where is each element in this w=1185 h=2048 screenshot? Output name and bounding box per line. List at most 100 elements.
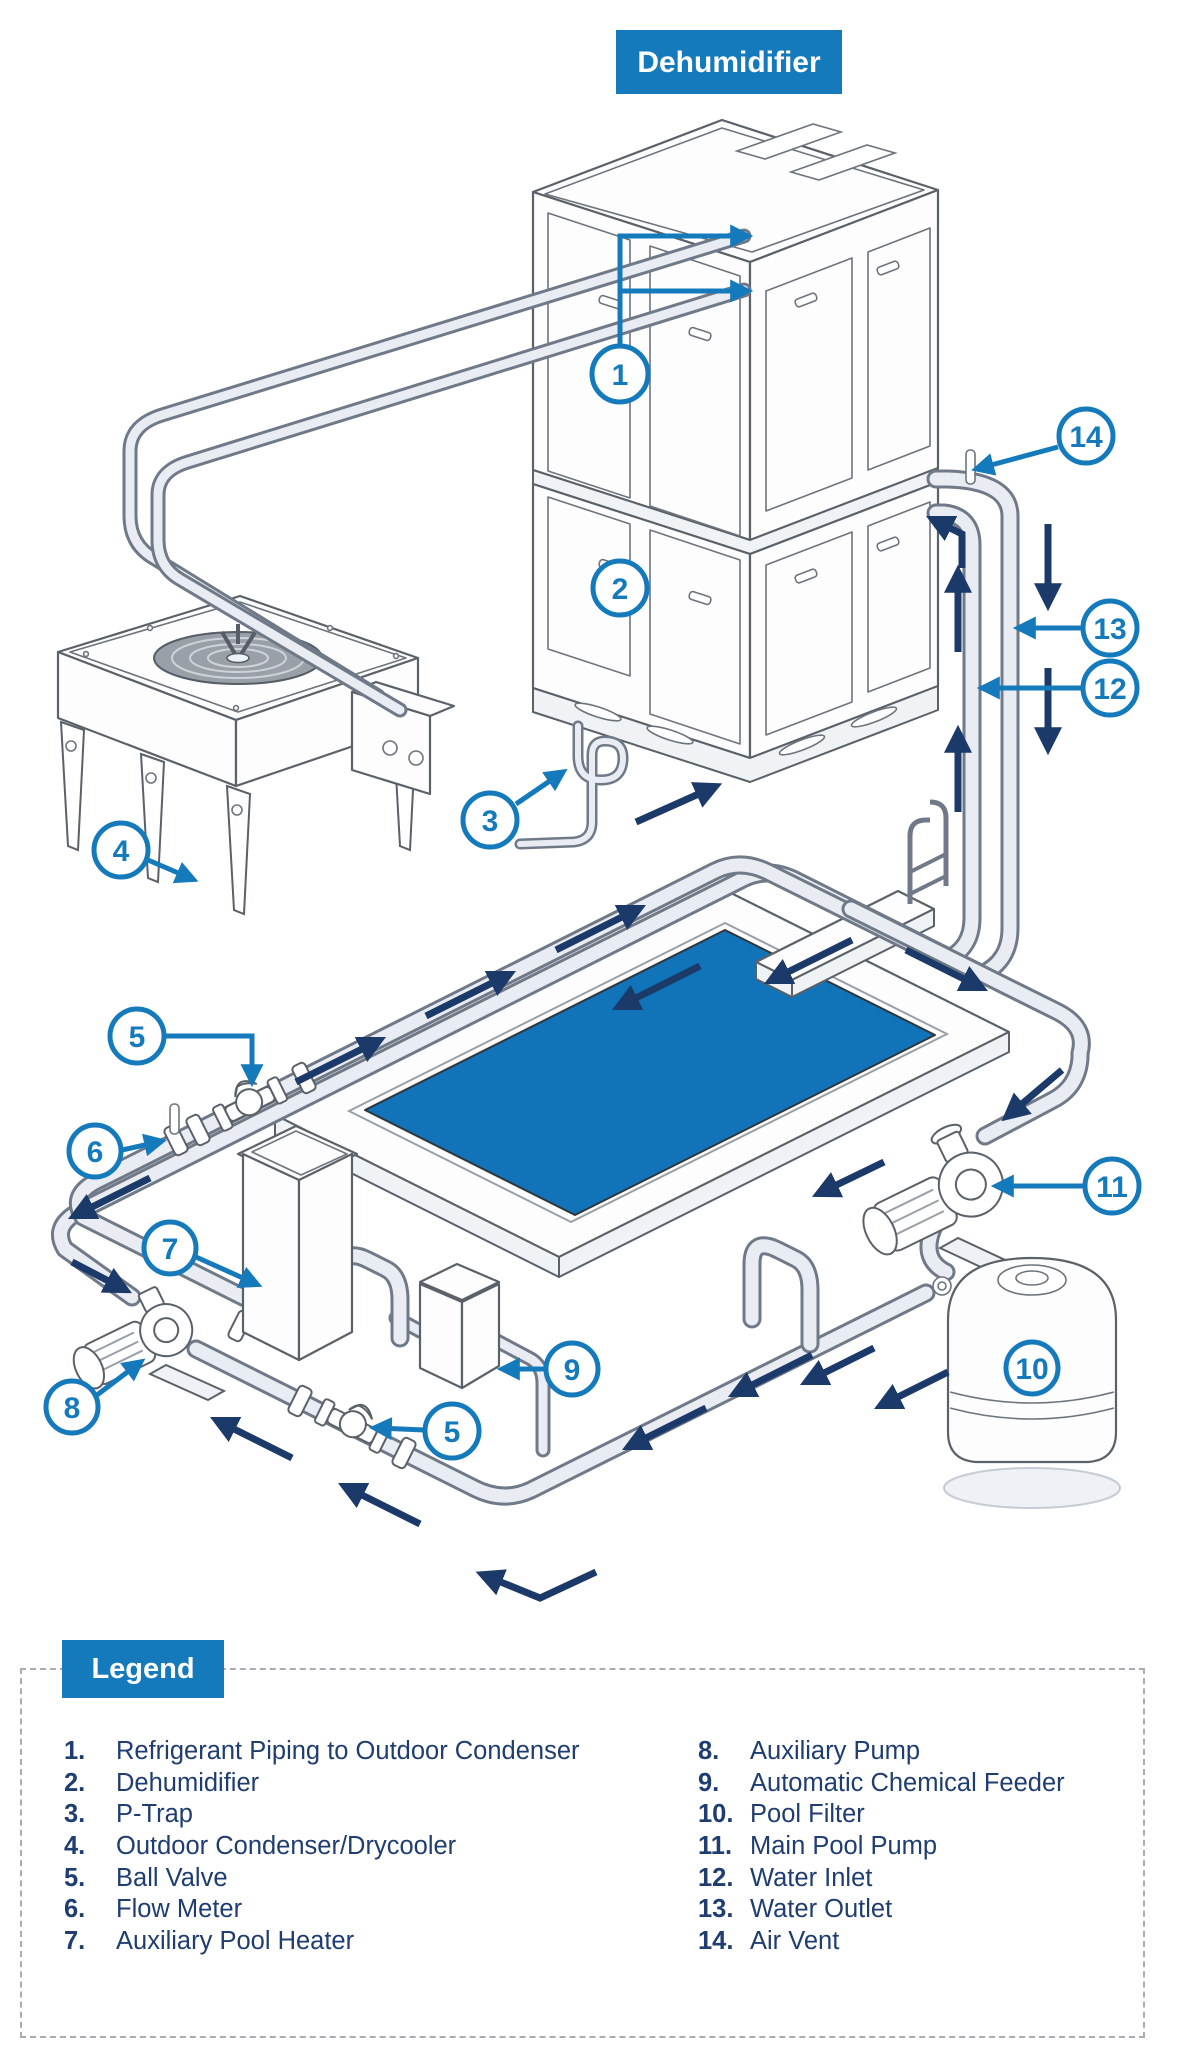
pool-deck-thickness (558, 1031, 1010, 1278)
callout-1: 1 (589, 224, 754, 405)
fan-hub (226, 652, 250, 664)
flow-arrow (70, 1258, 132, 1294)
legend-item-number: 3. (64, 1800, 86, 1829)
callout-14: 14 (971, 406, 1116, 476)
knockout-hole (408, 750, 424, 766)
legend-column-right: 8. Auxiliary Pump 9.Automatic Chemical Fe… (698, 1736, 1138, 1957)
callout-3: 3 (460, 768, 568, 850)
legend-item-label: Flow Meter (116, 1895, 243, 1924)
chemical-feeder (418, 1262, 501, 1390)
legend-item-label: Water Outlet (750, 1895, 893, 1924)
svg-text:14: 14 (1069, 421, 1103, 454)
legend-item-number: 14. (698, 1926, 734, 1955)
legend-item-label: Auxiliary Pump (750, 1737, 921, 1766)
svg-text:5: 5 (129, 1021, 146, 1054)
screw (232, 704, 240, 712)
cabinet-top-vent-slat (788, 144, 898, 181)
legend-item-number: 6. (64, 1895, 86, 1924)
legend-item-number: 9. (698, 1768, 720, 1797)
legend-item: 1.Refrigerant Piping to Outdoor Condense… (64, 1736, 664, 1768)
legend-item-number: 2. (64, 1768, 86, 1797)
door-panel (867, 501, 931, 693)
svg-text:2: 2 (612, 573, 629, 606)
flow-arrow (67, 1174, 152, 1220)
legend-item-label: Air Vent (750, 1926, 840, 1955)
callout-5b: 5 (368, 1401, 482, 1461)
screw (392, 652, 400, 660)
flow-arrow (727, 1351, 814, 1398)
condenser-leg (60, 721, 85, 851)
door-panel (765, 257, 853, 512)
screw (82, 650, 90, 658)
svg-text:4: 4 (113, 835, 130, 868)
screw (146, 624, 154, 632)
door-panel (547, 496, 631, 677)
flow-arrow (294, 1036, 387, 1086)
pool-water (364, 929, 936, 1216)
callout-6: 6 (66, 1122, 167, 1180)
callout-4: 4 (91, 820, 199, 884)
flow-arrow (554, 904, 647, 954)
p-trap (514, 720, 629, 850)
legend-item: 13.Water Outlet (698, 1894, 1138, 1926)
legend-item-number: 5. (64, 1863, 86, 1892)
legend-item-label: Auxiliary Pool Heater (116, 1926, 355, 1955)
callouts: 1 2 3 4 5 6 7 (43, 224, 1142, 1461)
legend-item: 14. Air Vent (698, 1926, 1138, 1958)
flow-arrow (634, 782, 723, 826)
air-vent (965, 449, 976, 485)
legend-item-number: 10. (698, 1800, 734, 1829)
legend-item-label: Pool Filter (750, 1800, 865, 1829)
flow-arrow (799, 1344, 876, 1386)
svg-text:5: 5 (444, 1416, 461, 1449)
legend-item: 8. Auxiliary Pump (698, 1736, 1138, 1768)
title-banner: Dehumidifier (616, 30, 842, 94)
skid-slot (574, 702, 622, 722)
legend-item-number: 12. (698, 1863, 734, 1892)
legend-item-number: 4. (64, 1832, 86, 1861)
skid-slot (850, 706, 898, 728)
legend-item: 11.Main Pool Pump (698, 1831, 1138, 1863)
legend-header: Legend (62, 1640, 224, 1698)
flow-arrow (1001, 1067, 1065, 1122)
pool-rim (346, 921, 950, 1224)
legend-column-left: 1.Refrigerant Piping to Outdoor Condense… (64, 1736, 664, 1957)
flow-arrow (763, 936, 854, 985)
svg-text:9: 9 (564, 1354, 581, 1387)
svg-text:11: 11 (1096, 1171, 1128, 1204)
system-diagram: 1 2 3 4 5 6 7 (43, 30, 1142, 1602)
refrigerant-piping (122, 228, 752, 718)
svg-text:8: 8 (64, 1392, 81, 1425)
skid-slot (778, 734, 826, 756)
flow-arrow (811, 1158, 886, 1198)
equipment (72, 449, 1121, 1509)
pool-ladder (907, 799, 949, 904)
cabinet-top-vent-slat (734, 123, 844, 160)
callout-11: 11 (990, 1156, 1142, 1216)
flow-arrow (209, 1416, 294, 1462)
auxiliary-pool-heater (236, 1124, 359, 1362)
flow-arrow (621, 1404, 708, 1451)
legend-item: 2.Dehumidifier (64, 1768, 664, 1800)
condenser-leg (226, 785, 251, 915)
legend-item: 9.Automatic Chemical Feeder (698, 1768, 1138, 1800)
callout-5a: 5 (107, 1006, 264, 1088)
legend-item: 7.Auxiliary Pool Heater (64, 1926, 664, 1958)
legend-item: 10. Pool Filter (698, 1799, 1138, 1831)
legend-item-number: 8. (698, 1737, 720, 1766)
callout-13: 13 (1012, 598, 1140, 658)
banner-title: Dehumidifier (637, 46, 821, 79)
cabinet-base-skid (532, 685, 939, 783)
legend-border (20, 1668, 1145, 2038)
callout-7: 7 (141, 1219, 263, 1288)
svg-text:12: 12 (1093, 673, 1126, 706)
condenser-top-lip (69, 601, 407, 713)
callout-9: 9 (496, 1340, 601, 1398)
flow-arrow (904, 946, 989, 992)
flow-arrow-bent (925, 515, 966, 568)
flow-arrow (337, 1482, 422, 1528)
legend-item: 12.Water Inlet (698, 1862, 1138, 1894)
legend-item: 4.Outdoor Condenser/Drycooler (64, 1831, 664, 1863)
outdoor-condenser (56, 594, 456, 915)
